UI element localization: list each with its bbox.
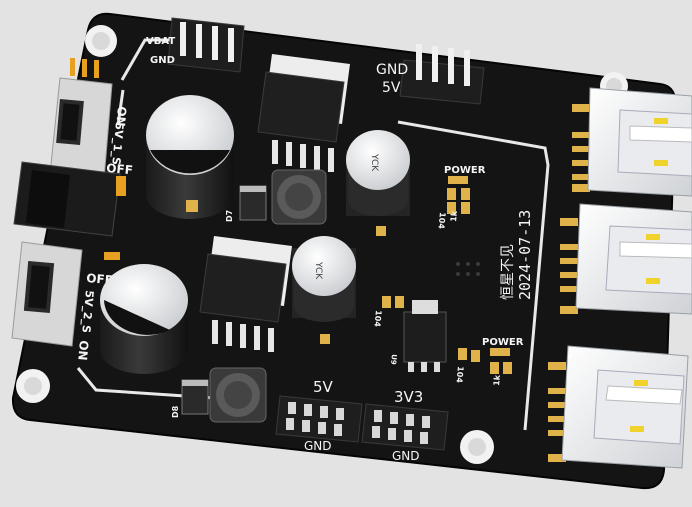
slide-switch-top: [49, 77, 113, 181]
cap-mid-marking: YCK: [313, 261, 323, 280]
silkscreen-lines: [76, 38, 550, 431]
smd-cap-top: YCK: [346, 130, 410, 236]
pin-header-3v3-bottom: [361, 403, 449, 451]
silk-gnd-top: GND: [376, 62, 408, 78]
inductor-top: [271, 169, 327, 225]
silk-switch-bottom-name: 5V_2_S: [79, 290, 96, 334]
board-name: 恒星不见: [500, 244, 516, 300]
silk-header-5v: 5V: [313, 378, 334, 396]
regulator-ic-bottom: [199, 236, 292, 352]
pin-header-5v-bottom: [275, 395, 363, 443]
diode-d7: [239, 185, 267, 221]
cap-top-marking: YCK: [369, 153, 379, 172]
regulator-ic-top: [257, 54, 350, 172]
silk-104-top: 104: [437, 212, 447, 230]
silk-on-bottom: ON: [75, 340, 91, 361]
usb-port-bottom: [548, 345, 689, 469]
silk-power-bottom: POWER: [482, 337, 524, 348]
silk-gnd-top-left: GND: [150, 55, 175, 66]
silk-header-3v3-gnd: GND: [392, 449, 420, 463]
smd-cap-mid: YCK: [292, 236, 356, 344]
mounting-hole-top-left: [85, 25, 117, 57]
silk-5v-top: 5V: [382, 80, 401, 96]
silk-on-top: ON: [113, 106, 129, 127]
switch-top-pins: [70, 58, 99, 78]
silk-1k-bottom: 1k: [492, 374, 502, 386]
mounting-hole-bottom-left: [16, 369, 50, 403]
silk-header-5v-gnd: GND: [304, 439, 332, 453]
silk-104-bottom: 104: [455, 366, 465, 384]
electrolytic-cap-top-left: [146, 95, 234, 219]
silk-vbat: VBAT: [146, 36, 175, 47]
power-led-bottom: [458, 348, 512, 374]
power-led-top: [447, 176, 470, 214]
silk-power-top: POWER: [444, 165, 486, 176]
pin-header-vbat: [167, 17, 245, 73]
silk-d8: D8: [171, 405, 180, 418]
inductor-bottom: [209, 367, 267, 423]
dc-barrel-jack: [13, 161, 126, 237]
usb-port-top: [572, 87, 692, 197]
silk-d7: D7: [225, 210, 234, 222]
diode-d8: [181, 379, 209, 415]
silk-header-3v3: 3V3: [394, 388, 423, 406]
electrolytic-cap-bottom-left: [100, 264, 188, 374]
slide-switch-bottom: [11, 241, 120, 347]
board-date: 2024-07-13: [516, 210, 534, 300]
silk-1k-top: 1k: [449, 210, 459, 222]
silk-u9: U9: [389, 354, 398, 365]
via-grid: [456, 262, 480, 276]
resistor-104-mid: [382, 296, 404, 308]
pin-header-5v-top: [399, 44, 485, 105]
regulator-u9: [403, 300, 447, 372]
silk-104-mid: 104: [373, 310, 383, 328]
silk-switch-top-name: 5V_1_S: [109, 122, 126, 166]
mounting-hole-bottom-right: [460, 430, 494, 464]
usb-port-middle: [560, 203, 692, 315]
